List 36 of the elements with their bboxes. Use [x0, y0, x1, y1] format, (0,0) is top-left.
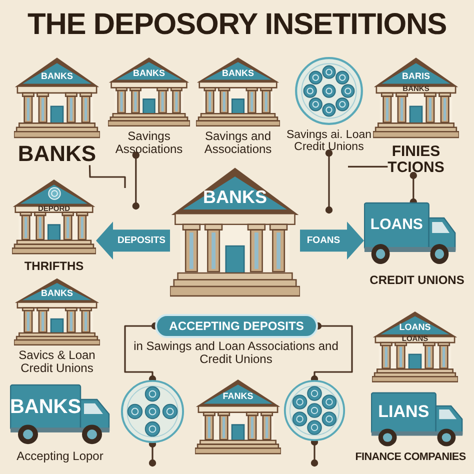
pill-banner: ACCEPTING DEPOSITS — [155, 314, 318, 338]
sign-label: BARIS — [402, 72, 430, 82]
edge-label: FOANS — [306, 235, 340, 246]
sign-label: BANKS — [222, 68, 254, 79]
edge-label: DEPOSITS — [117, 235, 166, 246]
sign-label: FANKS — [222, 392, 254, 402]
arrow — [300, 222, 364, 260]
connector-line — [348, 166, 388, 168]
node-label: Savings Associations — [114, 130, 184, 156]
node-label: FINANCE COMPANIES — [355, 452, 466, 464]
node-label: CREDIT UNIONS — [370, 274, 464, 287]
sign-label: LIANS — [378, 403, 430, 422]
subtitle-text: in Sawings and Loan Associations and Credit Unions — [132, 340, 340, 366]
sign-label: BANKS — [41, 72, 73, 82]
arrow — [96, 222, 170, 260]
connector-line — [310, 438, 318, 467]
node-label: BANKS — [18, 142, 96, 166]
node-label: THRIFTHS — [24, 260, 84, 273]
connector-line — [132, 152, 140, 210]
sign-label: BANKS — [203, 188, 267, 208]
node-label: Accepting Lopor — [16, 450, 104, 463]
connector-line — [325, 150, 333, 214]
connector-line — [310, 322, 353, 383]
sign-label: LOANS — [399, 323, 431, 334]
connector-line — [88, 165, 126, 188]
node-label: Savings ai. Loan Credit Unions — [285, 129, 373, 154]
sign-label: BANKS — [41, 289, 73, 300]
sign-label: BANKS — [10, 396, 82, 418]
title: THE DEPOSORY INSETITIONS — [28, 8, 446, 42]
sign-label: LOANS — [370, 217, 423, 234]
connector-line — [124, 322, 159, 383]
node-label: Savics & Loan Credit Unions — [18, 349, 96, 374]
connector-line — [148, 440, 156, 467]
node-label: FINIES TCIONS — [388, 144, 444, 176]
node-label: Savings and Associations — [203, 130, 273, 156]
sign-label: BANKS — [133, 68, 165, 79]
